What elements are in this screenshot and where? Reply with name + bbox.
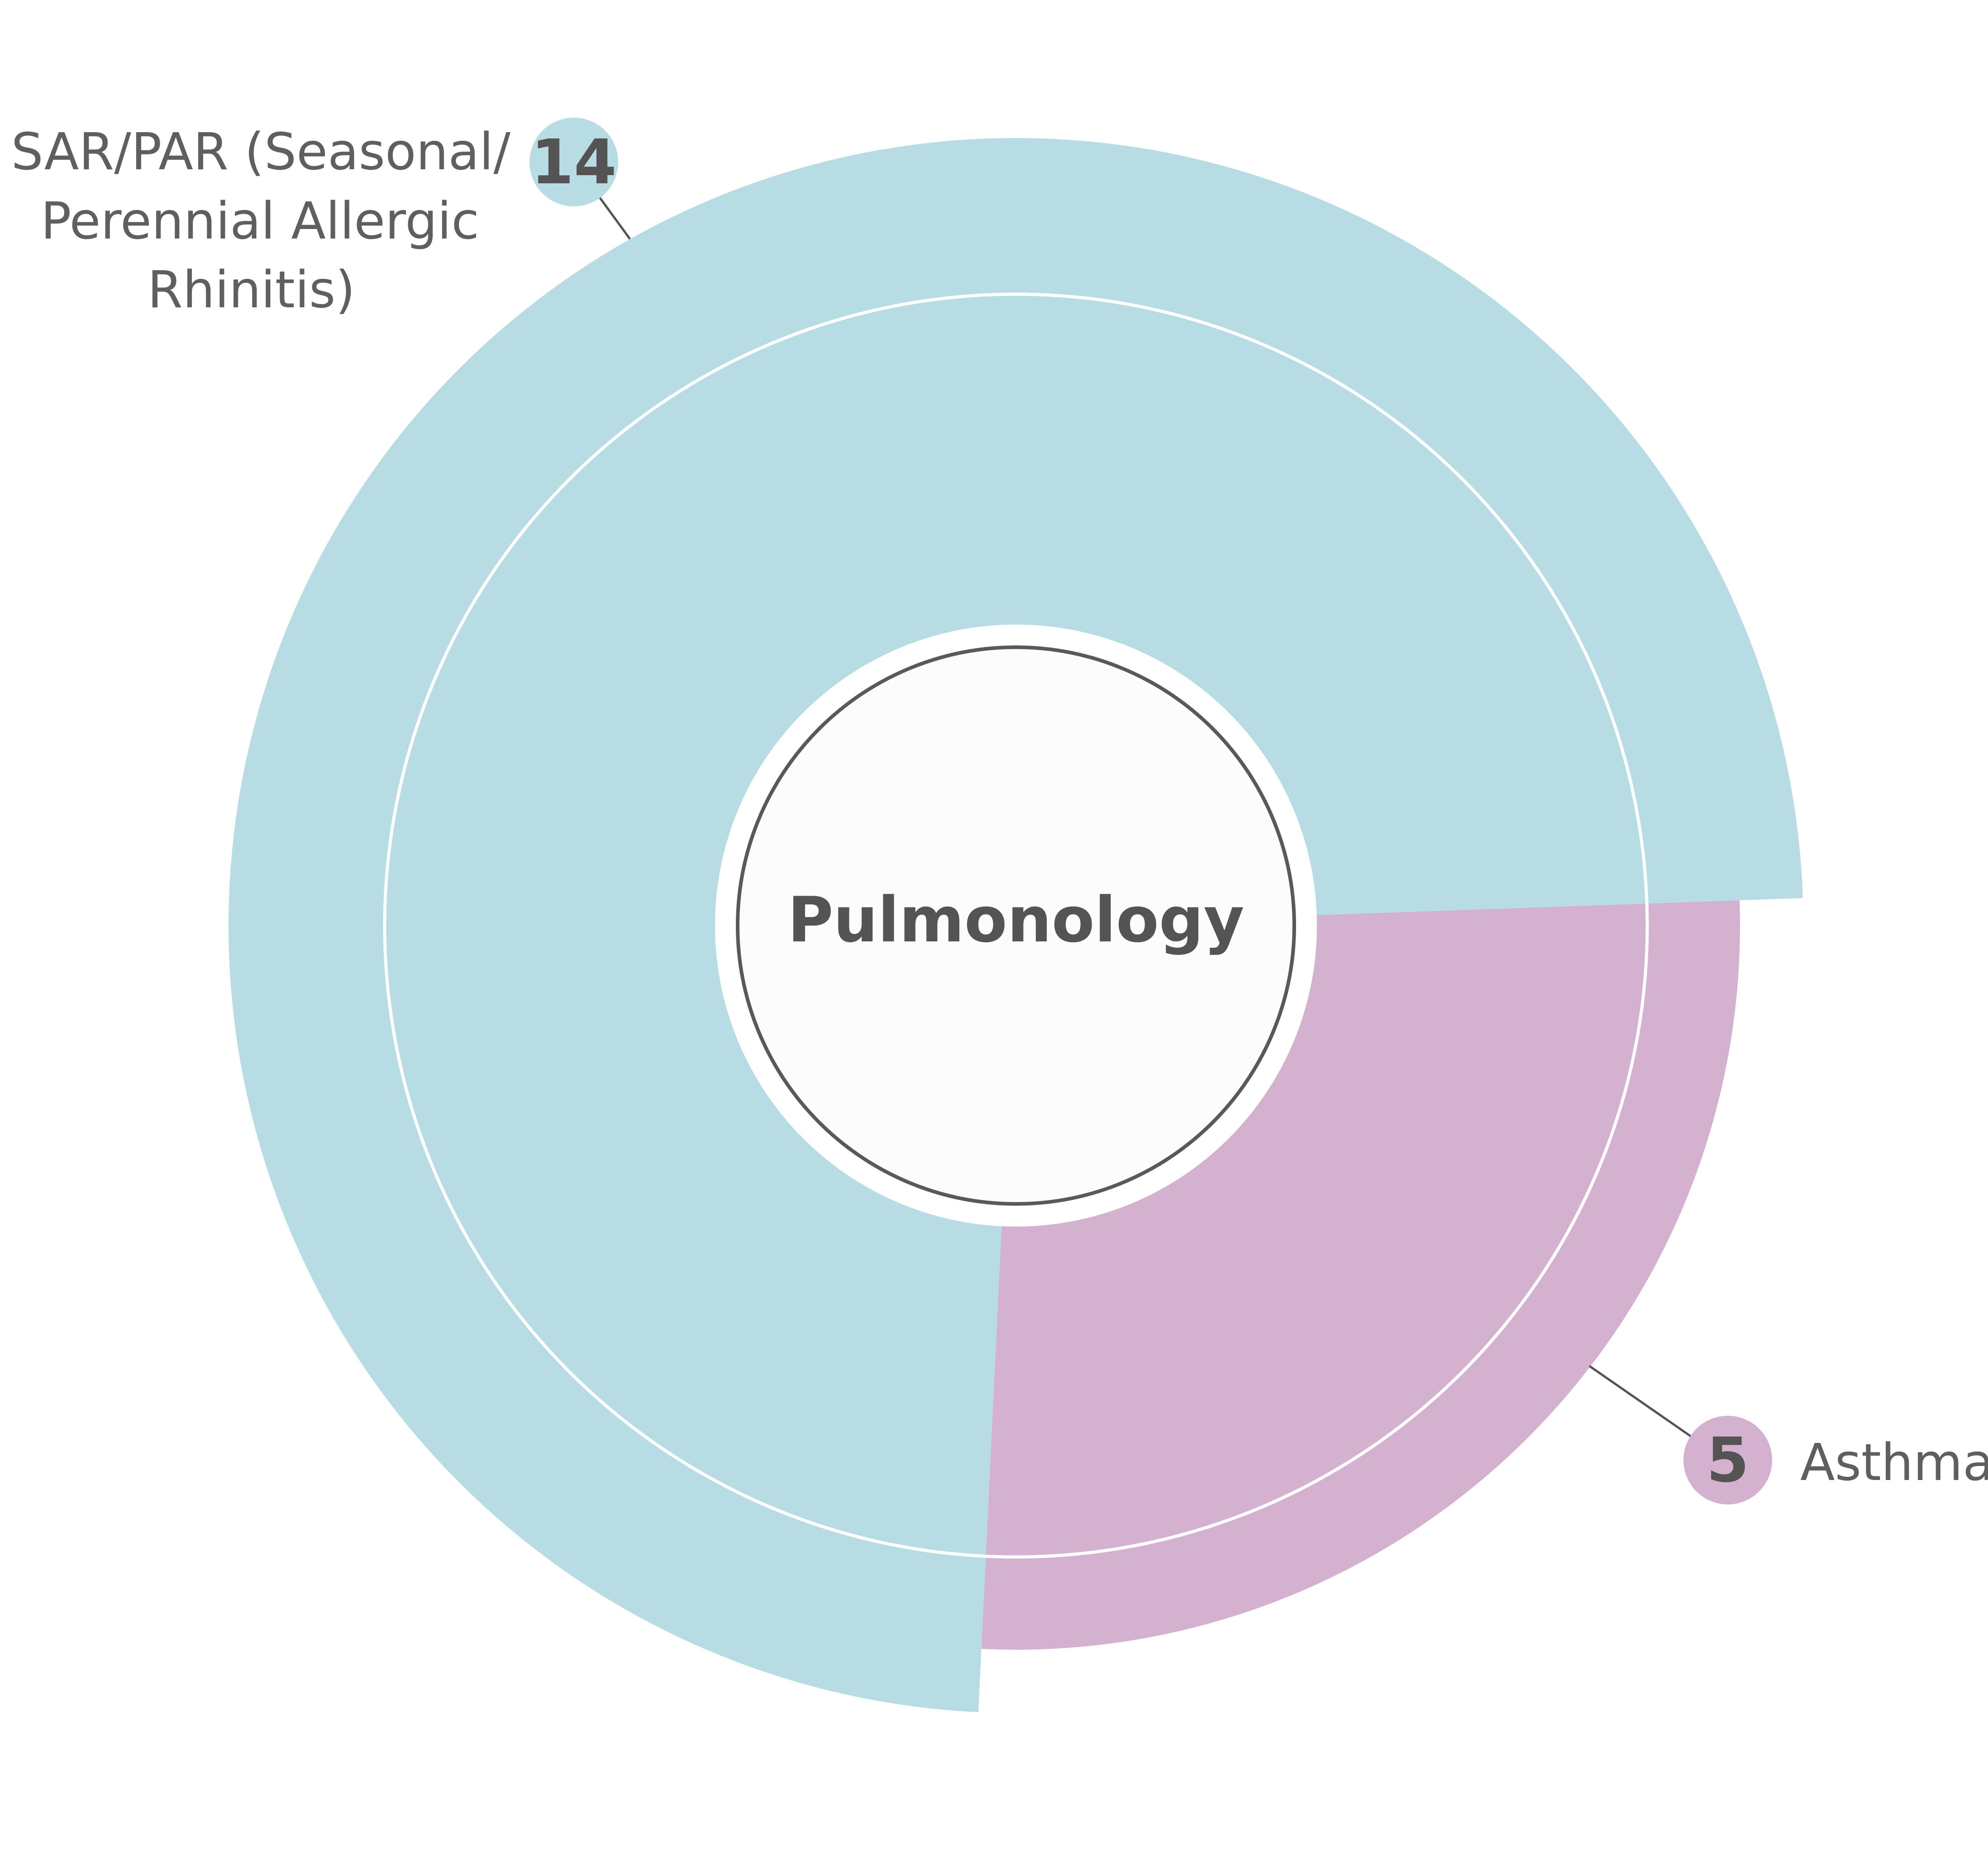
slice-1 [228,138,1803,1713]
slice-1-label-line-2: Perennial Allergic [41,192,479,251]
slice-2-value-badge [1683,1416,1772,1504]
slice-2 [981,900,1740,1650]
slice-1-label-line-3: Rhinitis) [148,261,355,320]
slice-1-label-line-1: SAR/PAR (Seasonal/ [11,123,511,181]
slice-1-value-badge [529,118,618,206]
center-circle [736,645,1296,1206]
slice-2-value: 5 [1707,1425,1750,1496]
slice-layer [228,138,1803,1713]
slice-1-leader-line [597,195,631,240]
center-title: Pulmonology [787,883,1244,956]
slice-2-leader-line [1588,1365,1693,1439]
slice-2-label: Asthma [1800,1433,1988,1492]
inner-divider-ring [383,292,1649,1559]
slice-1-value: 14 [531,127,616,198]
